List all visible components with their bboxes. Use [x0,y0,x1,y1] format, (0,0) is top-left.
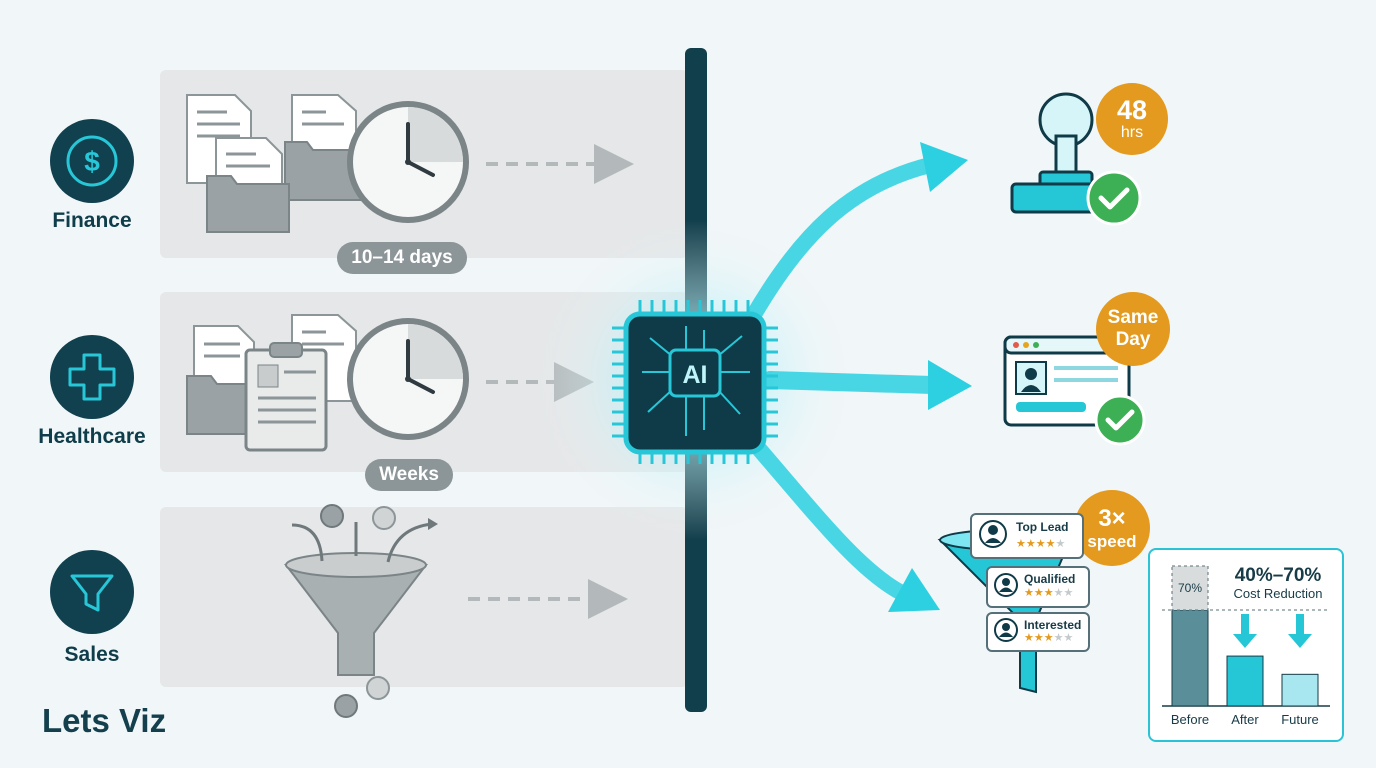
lead-stars-top: ★★★★★ [1016,538,1066,550]
sales-funnel-icon [283,504,438,718]
bar-before-reference [1171,565,1209,611]
dollar-icon: $ [50,119,134,203]
clock-icon [347,101,469,223]
sales-panel [160,507,688,687]
brand-logo: Lets Viz [42,702,167,739]
sales-speed-badge: 3× speed [1074,490,1150,566]
down-arrow-icon [1233,614,1257,648]
bar-after [1226,655,1264,707]
profile-window-icon [1003,335,1131,427]
bar-before [1171,609,1209,707]
lead-stars-interested: ★★★★★ [1024,632,1074,644]
healthcare-time-line2: Day [1115,329,1151,350]
finance-fast-arrow [744,142,968,326]
chart-subtitle: Cost Reduction [1233,586,1323,601]
ai-label: AI [683,361,708,389]
bar-value-label: 70% [1178,581,1202,595]
clock-icon [347,318,469,440]
industry-label-sales: Sales [64,643,120,666]
finance-time-value: 48 [1116,95,1148,125]
category-label-after: After [1231,712,1259,727]
industry-label-healthcare: Healthcare [38,425,146,448]
sales-speed-value: 3× [1098,504,1126,532]
healthcare-time-line1: Same [1107,307,1159,328]
category-label-future: Future [1281,712,1319,727]
lead-label-interested: Interested [1024,618,1082,632]
avatar-icon [994,618,1018,642]
sales-speed-unit: speed [1087,531,1137,551]
industry-label-finance: Finance [52,209,132,232]
finance-duration-badge: 10–14 days [337,242,467,274]
category-label-before: Before [1171,712,1209,727]
bar-future [1281,673,1319,707]
lead-label-top: Top Lead [1016,520,1069,534]
down-arrow-icon [1288,614,1312,648]
avatar-icon [979,520,1007,548]
healthcare-fast-arrow [761,360,972,410]
clipboard-icon [186,314,357,452]
ai-chip-icon: AI [612,300,778,464]
chart-title: 40%–70% [1234,565,1322,586]
lead-label-qualified: Qualified [1024,572,1076,586]
healthcare-time-badge: Same Day [1096,292,1170,366]
funnel-icon [50,550,134,634]
healthcare-duration-badge: Weeks [365,459,453,491]
svg-text:$: $ [84,146,100,177]
check-icon [1094,394,1146,446]
finance-time-unit: hrs [1120,124,1144,141]
finance-time-badge: 48 hrs [1096,83,1168,155]
check-icon [1086,170,1142,226]
lead-stars-qualified: ★★★★★ [1024,587,1074,599]
sales-fast-arrow [752,442,940,612]
avatar-icon [994,573,1018,597]
cross-icon [50,335,134,419]
